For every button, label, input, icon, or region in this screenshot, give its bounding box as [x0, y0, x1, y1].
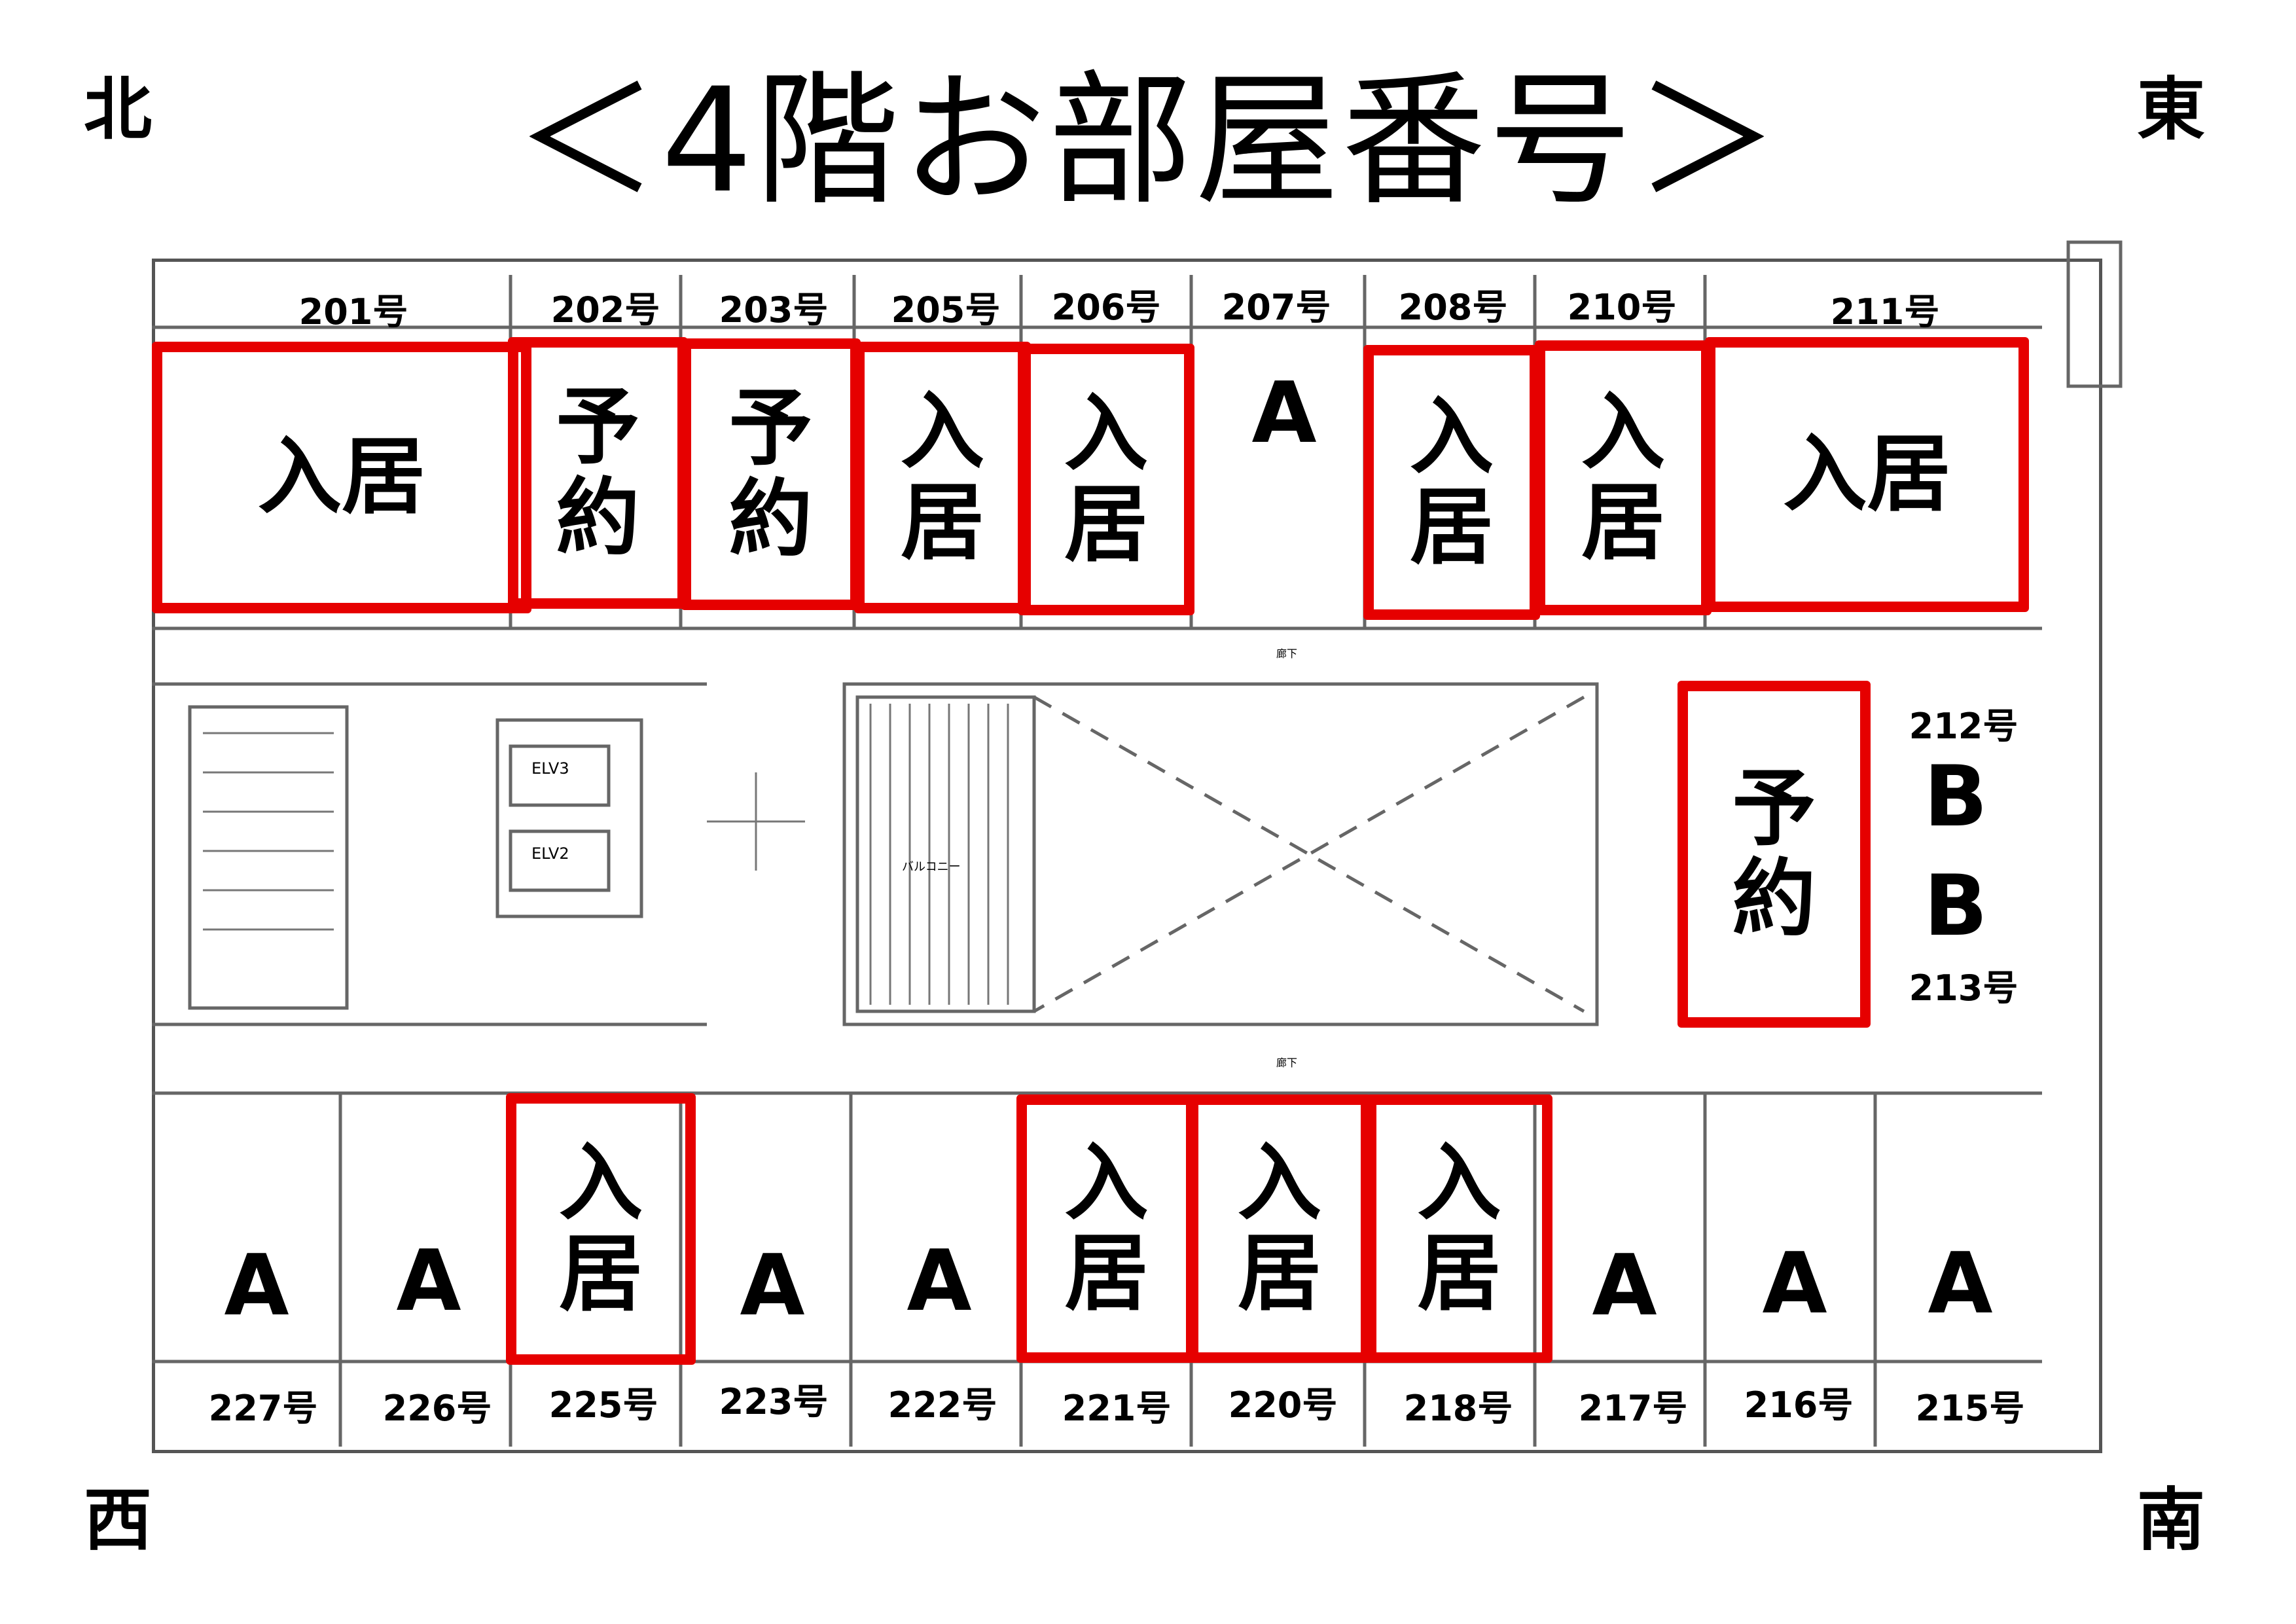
compass-north: 北	[84, 69, 152, 149]
elevator-3-label: ELV3	[531, 759, 569, 778]
room-212-213-status: 予約	[1677, 681, 1871, 1028]
room-number-217: 217号	[1578, 1388, 1688, 1429]
room-212-type: B	[1924, 748, 1988, 846]
room-number-216: 216号	[1744, 1384, 1854, 1426]
room-218-status: 入居	[1366, 1094, 1552, 1363]
compass-west: 西	[84, 1480, 152, 1560]
corridor-label-south: 廊下	[1276, 1056, 1298, 1069]
room-number-221: 221号	[1062, 1388, 1172, 1429]
room-205-status: 入居	[854, 342, 1031, 613]
room-201-status: 入居	[152, 342, 531, 613]
room-number-215: 215号	[1915, 1388, 2025, 1429]
room-number-203: 203号	[719, 289, 829, 331]
room-216-type: A	[1762, 1235, 1827, 1333]
room-222-type: A	[906, 1233, 972, 1330]
room-225-status: 入居	[506, 1093, 696, 1365]
room-number-202: 202号	[550, 289, 660, 331]
room-number-207: 207号	[1221, 287, 1331, 328]
room-210-status: 入居	[1535, 340, 1712, 615]
room-213-type: B	[1924, 857, 1988, 955]
room-number-227: 227号	[208, 1388, 318, 1429]
room-number-223: 223号	[719, 1381, 829, 1422]
room-number-201: 201号	[298, 291, 408, 333]
room-221-status: 入居	[1016, 1094, 1196, 1363]
room-211-status: 入居	[1705, 337, 2029, 612]
room-207-type: A	[1251, 365, 1317, 462]
compass-east: 東	[2137, 69, 2206, 149]
room-203-status: 予約	[681, 338, 861, 610]
page-title: ＜4階お部屋番号＞	[514, 57, 1782, 225]
room-number-205: 205号	[891, 289, 1001, 331]
room-number-210: 210号	[1567, 287, 1677, 328]
room-number-211: 211号	[1830, 291, 1940, 333]
room-223-type: A	[740, 1237, 805, 1335]
room-number-220: 220号	[1228, 1384, 1338, 1426]
room-220-status: 入居	[1188, 1094, 1371, 1363]
room-202-status: 予約	[508, 337, 688, 609]
floor-plan	[152, 259, 2102, 1453]
room-number-226: 226号	[382, 1388, 492, 1429]
room-227-type: A	[224, 1237, 289, 1335]
room-number-212: 212号	[1909, 706, 2018, 747]
corridor-label-north: 廊下	[1276, 647, 1298, 660]
compass-south: 南	[2137, 1480, 2206, 1560]
room-number-206: 206号	[1051, 287, 1161, 328]
room-number-225: 225号	[548, 1384, 658, 1426]
room-number-208: 208号	[1398, 287, 1508, 328]
room-217-type: A	[1592, 1237, 1657, 1335]
room-number-218: 218号	[1403, 1388, 1513, 1429]
room-number-213: 213号	[1909, 967, 2018, 1009]
room-206-status: 入居	[1018, 344, 1194, 615]
balcony-label: バルコニー	[902, 860, 961, 874]
room-number-222: 222号	[888, 1384, 997, 1426]
room-226-type: A	[396, 1233, 461, 1330]
room-215-type: A	[1928, 1235, 1993, 1333]
elevator-2-label: ELV2	[531, 844, 569, 863]
room-208-status: 入居	[1363, 345, 1540, 620]
